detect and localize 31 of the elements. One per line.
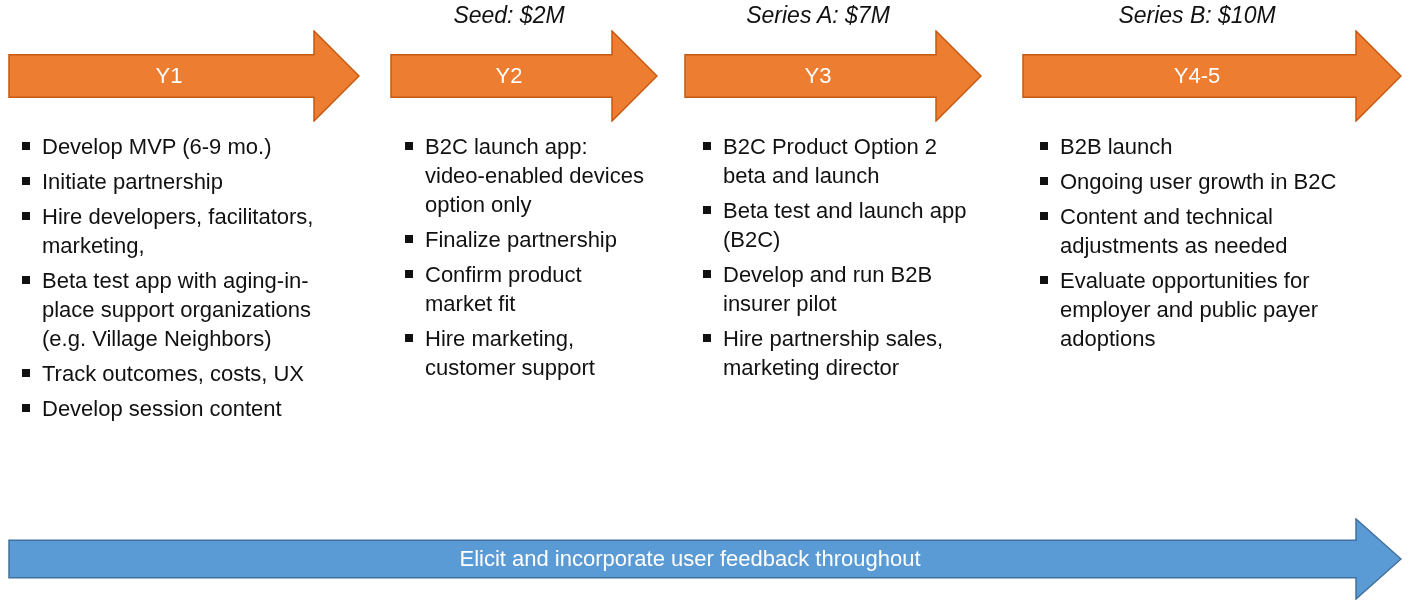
bullet-item: Develop session content [20, 394, 340, 423]
bullet-item: Beta test app with aging-in-place support organizations (e.g. Village Neighbors) [20, 266, 340, 353]
bullet-item: Hire partnership sales, marketing director [701, 324, 971, 382]
phase-label: Y3 [804, 63, 832, 89]
bullet-item: Develop and run B2B insurer pilot [701, 260, 971, 318]
bullet-item: Ongoing user growth in B2C [1038, 167, 1358, 196]
bullet-item: Confirm product market fit [403, 260, 648, 318]
bullet-item: Finalize partnership [403, 225, 648, 254]
bullet-item: Content and technical adjustments as needed [1038, 202, 1358, 260]
bullet-item: B2B launch [1038, 132, 1358, 161]
bullet-item: B2C launch app: video-enabled devices option only [403, 132, 648, 219]
bullet-item: Track outcomes, costs, UX [20, 359, 340, 388]
funding-label: Series A: $7M [746, 2, 890, 29]
arrow-banner [684, 30, 982, 122]
bullet-item: B2C Product Option 2 beta and launch [701, 132, 971, 190]
bullet-item: Hire developers, facilitators, marketing, [20, 202, 340, 260]
phase-label: Y2 [495, 63, 523, 89]
phase-label: Elicit and incorporate user feedback throughout [459, 546, 921, 572]
phase-label: Y4-5 [1173, 63, 1221, 89]
arrow-banner [8, 518, 1402, 600]
funding-label: Series B: $10M [1118, 2, 1276, 29]
arrow-banner [8, 30, 360, 122]
bullet-item: Hire marketing, customer support [403, 324, 648, 382]
phase-label: Y1 [155, 63, 183, 89]
bullet-item: Beta test and launch app (B2C) [701, 196, 971, 254]
bullet-item: Evaluate opportunities for employer and public payer adoptions [1038, 266, 1358, 353]
bullet-item: Develop MVP (6-9 mo.) [20, 132, 340, 161]
funding-label: Seed: $2M [453, 2, 565, 29]
bullet-item: Initiate partnership [20, 167, 340, 196]
arrow-banner [390, 30, 658, 122]
arrow-banner [1022, 30, 1402, 122]
